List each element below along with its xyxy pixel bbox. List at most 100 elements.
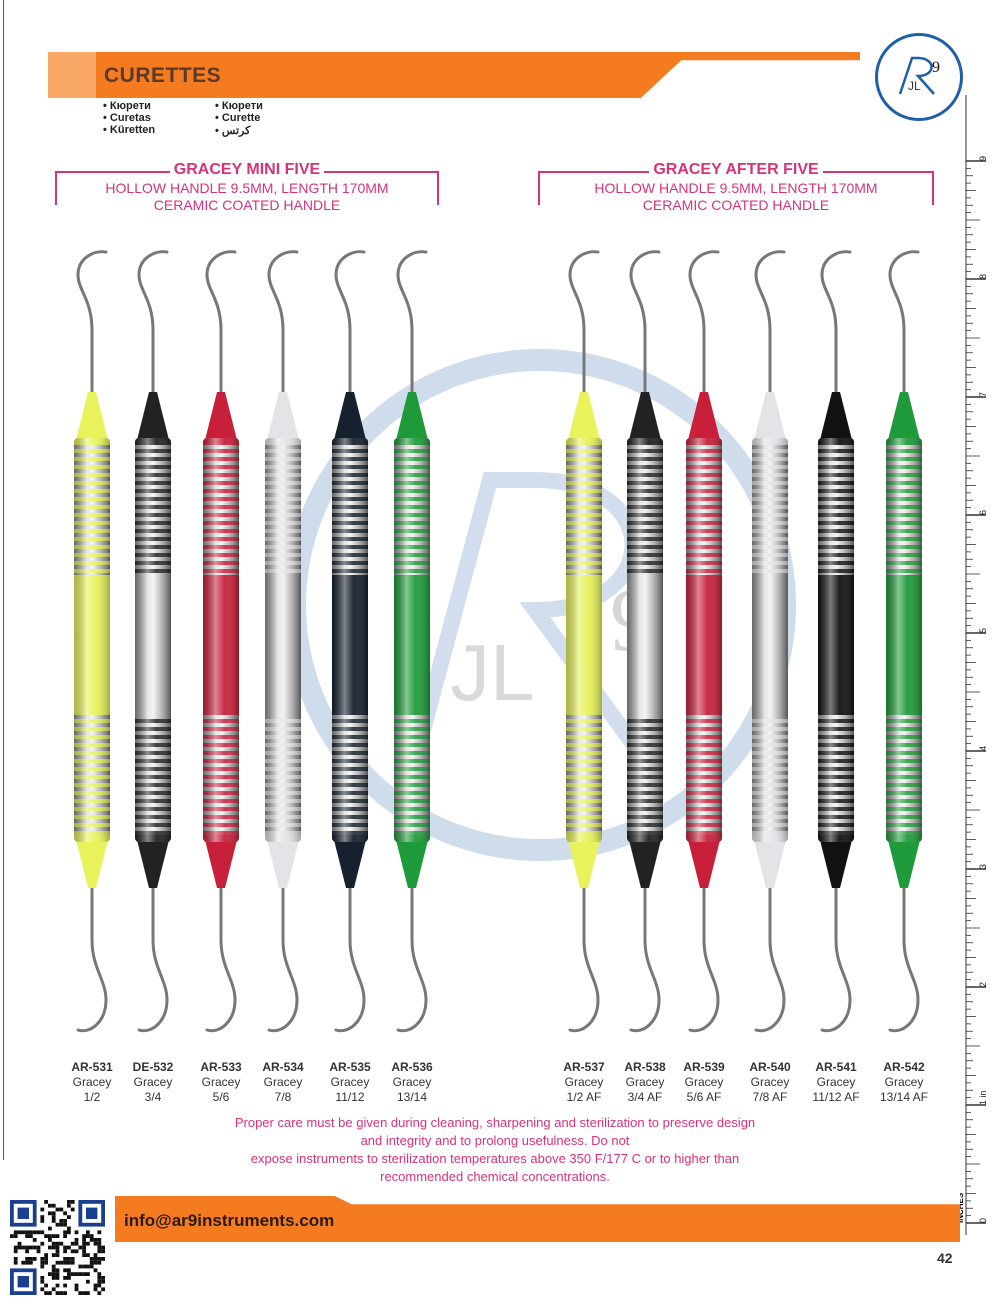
instrument-code: AR-537 (563, 1060, 605, 1074)
ruler-mark-label: 6 (978, 510, 988, 515)
translation-item: كرتس (215, 124, 263, 137)
ruler-mark-label: 5 (978, 628, 988, 633)
instrument-name: Gracey (201, 1075, 241, 1089)
translation-item: Кюрети (215, 100, 263, 112)
ruler-mark-label: 4 (978, 746, 988, 751)
group-title-row: GRACEY AFTER FIVE (538, 161, 934, 179)
instrument-code: AR-534 (262, 1060, 304, 1074)
instrument-name: Gracey (750, 1075, 790, 1089)
instrument-code: AR-533 (200, 1060, 242, 1074)
instrument-name: Gracey (133, 1075, 173, 1089)
instrument-size: 13/14 (396, 1090, 428, 1104)
ruler-mark-label: 0 (978, 1218, 988, 1223)
curette-instrument (627, 250, 663, 1033)
translation-item: Curetas (103, 112, 155, 124)
brand-logo: 9 JL (875, 33, 963, 121)
instrument-code: AR-531 (71, 1060, 113, 1074)
group-subtitle-line1: HOLLOW HANDLE 9.5MM, LENGTH 170MM (105, 180, 389, 196)
translations-col-1: Кюрети Curetas Küretten (103, 100, 155, 136)
instrument-code: DE-532 (132, 1060, 174, 1074)
ruler-mark-label: 9 (978, 156, 988, 161)
group-title: GRACEY MINI FIVE (169, 161, 325, 178)
instrument-size: 1/2 AF (566, 1090, 602, 1104)
care-note-line: Proper care must be given during cleanin… (234, 1115, 756, 1130)
instrument-code: AR-535 (329, 1060, 371, 1074)
instrument-code: AR-539 (683, 1060, 725, 1074)
instrument-size: 1/2 (83, 1090, 101, 1104)
ruler-mark-label: 7 (978, 392, 988, 397)
instrument-name: Gracey (816, 1075, 856, 1089)
instrument-name: Gracey (263, 1075, 303, 1089)
ruler-unit-label: INCHES (960, 1192, 965, 1223)
translation-item: Кюрети (103, 100, 155, 112)
care-note-line: expose instruments to sterilization temp… (250, 1151, 740, 1166)
svg-text:9: 9 (932, 59, 940, 76)
curette-instrument (886, 250, 922, 1033)
contact-email[interactable]: info@ar9instruments.com (124, 1211, 335, 1230)
group-subtitle-line2: CERAMIC COATED HANDLE (153, 197, 341, 213)
instrument-size: 7/8 AF (752, 1090, 788, 1104)
svg-text:JL: JL (450, 628, 535, 717)
header-bar-accent (48, 52, 96, 98)
instrument-code: AR-541 (815, 1060, 857, 1074)
instrument-code: AR-538 (624, 1060, 666, 1074)
curette-instrument (74, 250, 110, 1033)
logo-mark-icon: 9 JL (898, 56, 940, 95)
svg-text:JL: JL (908, 79, 921, 93)
page-edge-line (3, 0, 4, 1160)
group-subtitle-line2: CERAMIC COATED HANDLE (642, 197, 830, 213)
instrument-size: 11/12 AF (812, 1090, 860, 1104)
care-note-line: and integrity and to prolong usefulness.… (360, 1133, 630, 1148)
curette-instrument (332, 250, 368, 1033)
page-number: 42 (937, 1250, 953, 1266)
translations-col-2: Кюрети Curette كرتس (215, 100, 263, 137)
instrument-size: 5/6 AF (686, 1090, 722, 1104)
curette-instrument (265, 250, 301, 1033)
ruler-mark-label: 2 (978, 982, 988, 987)
care-note-line: recommended chemical concentrations. (380, 1169, 610, 1184)
ruler-mark-label: 1 in (978, 1090, 988, 1105)
group-title-row: GRACEY MINI FIVE (55, 161, 439, 179)
instrument-name: Gracey (684, 1075, 724, 1089)
instrument-name: Gracey (392, 1075, 432, 1089)
curette-instrument (394, 250, 430, 1033)
curette-instrument (135, 250, 171, 1033)
instrument-name: Gracey (330, 1075, 370, 1089)
care-note: Proper care must be given during cleanin… (150, 1114, 840, 1186)
instrument-name: Gracey (72, 1075, 112, 1089)
instrument-size: 7/8 (274, 1090, 292, 1104)
curette-instrument (203, 250, 239, 1033)
instrument-code: AR-542 (883, 1060, 925, 1074)
instrument-size: 11/12 (335, 1090, 365, 1104)
ruler-mark-label: 8 (978, 274, 988, 279)
curette-instrument (752, 250, 788, 1033)
qr-code-icon[interactable] (10, 1200, 105, 1295)
group-subtitle-line1: HOLLOW HANDLE 9.5MM, LENGTH 170MM (594, 180, 878, 196)
group-title: GRACEY AFTER FIVE (649, 161, 823, 178)
curette-instrument (686, 250, 722, 1033)
translation-item: Küretten (103, 124, 155, 136)
curette-instrument (566, 250, 602, 1033)
instrument-size: 3/4 AF (627, 1090, 663, 1104)
instrument-size: 3/4 (144, 1090, 162, 1104)
translation-item: Curette (215, 112, 263, 124)
instrument-size: 13/14 AF (879, 1090, 929, 1104)
instrument-name: Gracey (625, 1075, 665, 1089)
instrument-name: Gracey (564, 1075, 604, 1089)
curette-instrument (818, 250, 854, 1033)
page-title: CURETTES (104, 64, 222, 87)
